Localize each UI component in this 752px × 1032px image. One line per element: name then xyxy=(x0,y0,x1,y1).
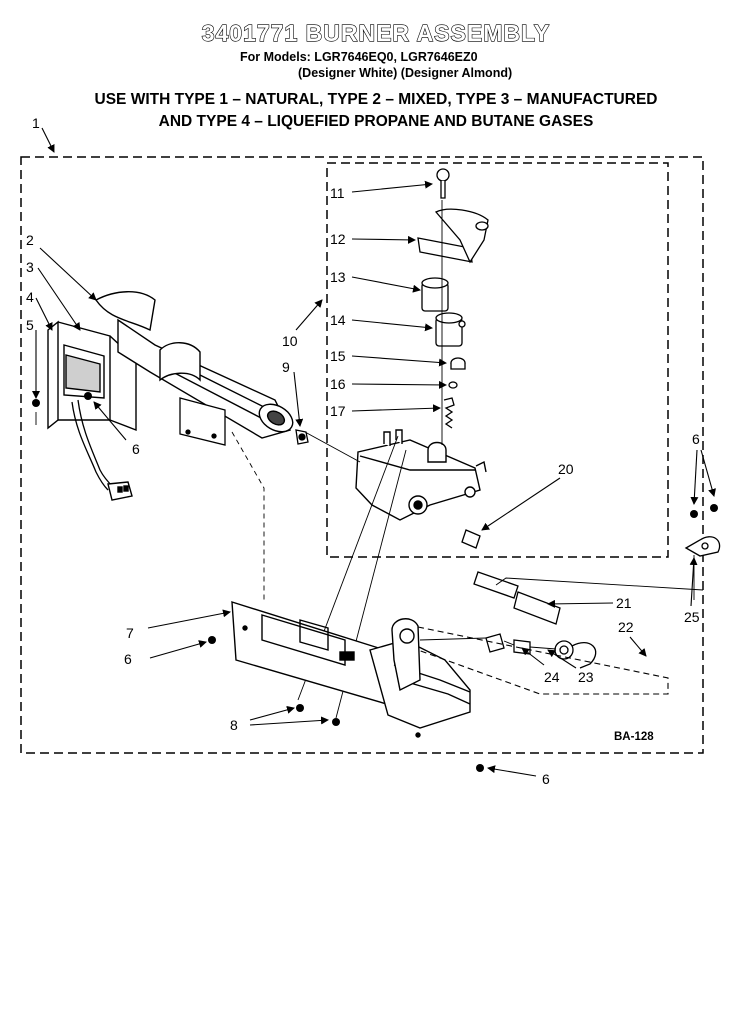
valve-screw xyxy=(436,168,450,199)
valve-plate xyxy=(417,208,489,264)
callout-6-bracket: 6 xyxy=(124,651,132,667)
valve-parts-small xyxy=(443,357,466,429)
burner-tube xyxy=(94,291,294,439)
callout-6-bottom: 6 xyxy=(542,771,550,787)
assembly-outline xyxy=(20,156,704,754)
igniter-bracket xyxy=(47,320,137,432)
callout-12: 12 xyxy=(330,231,346,247)
callout-22: 22 xyxy=(618,619,634,635)
callout-1: 1 xyxy=(32,115,40,131)
callout-10: 10 xyxy=(282,333,298,349)
pipe-support-ring xyxy=(391,618,421,692)
callout-3: 3 xyxy=(26,259,34,275)
reference-code: BA-128 xyxy=(614,731,654,743)
callout-24: 24 xyxy=(544,669,560,685)
callout-8: 8 xyxy=(230,717,238,733)
valve-coil-lower xyxy=(435,312,466,347)
callout-16: 16 xyxy=(330,376,346,392)
manifold-bracket xyxy=(231,601,471,738)
callout-4: 4 xyxy=(26,289,34,305)
valve-coil-upper xyxy=(421,277,449,312)
callout-15: 15 xyxy=(330,348,346,364)
callout-6-left: 6 xyxy=(132,441,140,457)
callout-13: 13 xyxy=(330,269,346,285)
pipe-clamp xyxy=(684,536,721,557)
usage-line-1: USE WITH TYPE 1 – NATURAL, TYPE 2 – MIXE… xyxy=(94,91,658,108)
callout-6-right: 6 xyxy=(692,431,700,447)
callout-23: 23 xyxy=(578,669,594,685)
screw xyxy=(32,392,718,772)
page-title: 3401771 BURNER ASSEMBLY xyxy=(201,19,551,46)
callout-9: 9 xyxy=(282,359,290,375)
valve-subassembly-outline xyxy=(326,162,669,558)
callout-5: 5 xyxy=(26,317,34,333)
burner-orifice xyxy=(295,429,309,445)
bracket-22-outline xyxy=(417,626,669,695)
igniter-plug xyxy=(107,481,133,501)
gas-valve-body xyxy=(355,429,487,521)
callout-21: 21 xyxy=(616,595,632,611)
colors-line: (Designer White) (Designer Almond) xyxy=(298,66,513,80)
callout-2: 2 xyxy=(26,232,34,248)
callout-7: 7 xyxy=(126,625,134,641)
models-line: For Models: LGR7646EQ0, LGR7646EZ0 xyxy=(240,50,478,64)
callout-14: 14 xyxy=(330,312,346,328)
callout-25: 25 xyxy=(684,609,700,625)
burner-shield xyxy=(179,397,226,446)
usage-line-2: AND TYPE 4 – LIQUEFIED PROPANE AND BUTAN… xyxy=(158,113,594,130)
igniter-wires xyxy=(71,399,115,491)
callout-11: 11 xyxy=(330,185,345,201)
callout-17: 17 xyxy=(330,403,346,419)
pipe-lower xyxy=(473,571,561,625)
leader-lines xyxy=(32,127,716,777)
callout-20: 20 xyxy=(558,461,574,477)
valve-nipple xyxy=(461,529,481,549)
